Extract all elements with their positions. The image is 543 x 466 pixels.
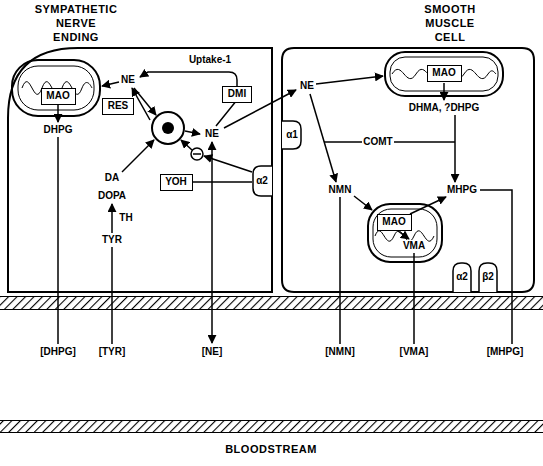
receptor: β2: [478, 262, 498, 292]
plasma-level-label: [TYR]: [98, 346, 127, 358]
vessel-wall: [0, 296, 543, 310]
arrow: [398, 231, 409, 239]
arrow: [454, 115, 456, 182]
vesicle-core: [162, 122, 174, 134]
mitochondrion-membrane: [18, 66, 94, 110]
metabolite-label: DA: [104, 172, 120, 184]
inhibition-symbol: [193, 153, 201, 155]
metabolite-label: TYR: [101, 234, 123, 246]
node-text: α2: [456, 271, 468, 283]
mitochondrion: [12, 60, 100, 116]
plasma-level-label: [MHPG]: [486, 346, 525, 358]
enzyme-label: COMT: [362, 136, 393, 148]
arrow: [185, 131, 200, 134]
arrow: [102, 82, 119, 86]
plasma-level-label: [NE]: [201, 346, 224, 358]
process-label: Uptake-1: [188, 54, 232, 66]
cell-membrane: [8, 48, 272, 292]
mitochondrion: [368, 204, 442, 262]
receptor: α2: [452, 262, 472, 292]
heading-text: SMOOTH MUSCLE CELL: [424, 2, 475, 44]
metabolite-label: NE: [204, 128, 220, 140]
cell-membrane: [282, 48, 534, 292]
arrow: [122, 140, 154, 172]
receptor: α1: [282, 120, 302, 150]
receptor: α2: [252, 165, 272, 197]
arrow: [354, 196, 372, 210]
enzyme-box: MAO: [41, 88, 76, 105]
line: [192, 181, 252, 183]
drug-box: DMI: [222, 86, 252, 103]
arrow: [410, 197, 446, 214]
outline: [6, 0, 274, 294]
arrow: [316, 76, 383, 84]
vessel-wall: [0, 420, 543, 433]
vessel-wall-edge: [0, 432, 543, 433]
metabolite-label: DHPG: [43, 124, 74, 136]
arrow: [211, 142, 213, 343]
metabolite-label: NE: [120, 74, 136, 86]
enzyme-box: MAO: [427, 65, 462, 82]
line: [339, 197, 341, 344]
enzyme-box: MAO: [377, 214, 412, 231]
heading-text: SYMPATHETIC NERVE ENDING: [35, 2, 118, 44]
inhibition-symbol: [191, 148, 203, 160]
metabolite-label: DOPA: [97, 190, 127, 202]
receptor-outline: [453, 263, 471, 292]
outline: [0, 296, 543, 466]
drug-box: YOH: [160, 174, 193, 191]
enzyme-label: TH: [118, 212, 133, 224]
vessel-wall-edge: [0, 420, 543, 421]
vesicle: [152, 112, 184, 144]
metabolite-label: VMA: [402, 240, 426, 252]
plasma-level-label: [VMA]: [399, 346, 430, 358]
line: [480, 190, 512, 344]
node-text: α2: [256, 175, 268, 187]
node-text: RES: [108, 100, 129, 112]
arrow: [204, 156, 252, 172]
arrow: [57, 105, 59, 122]
vessel-wall-edge: [0, 309, 543, 310]
nerve-ending: SYMPATHETIC NERVE ENDING MAO RES DMI YOH α2: [6, 0, 274, 294]
node-text: α1: [286, 129, 298, 141]
plasma-level-label: [NMN]: [324, 346, 355, 358]
node-text: DMI: [228, 88, 246, 100]
mitochondrion-membrane: [373, 209, 437, 257]
arrow: [132, 88, 150, 120]
arrow: [443, 83, 445, 100]
vessel-wall-edge: [0, 296, 543, 297]
node-text: β2: [482, 271, 494, 283]
metabolite-label: NE: [299, 80, 315, 92]
arrow: [310, 94, 336, 182]
arrow: [111, 204, 113, 233]
heading-text: BLOODSTREAM: [225, 442, 317, 456]
receptor-outline: [479, 263, 497, 292]
node-text: MAO: [432, 67, 455, 79]
metabolite-label: DHMA, ?DHPG: [408, 102, 481, 114]
drug-box: RES: [102, 98, 134, 115]
node-text: YOH: [165, 176, 187, 188]
metabolite-label: NMN: [328, 184, 353, 196]
receptor-outline: [253, 166, 272, 196]
plasma-level-label: [DHPG]: [39, 346, 77, 358]
node-text: MAO: [382, 216, 405, 228]
receptor-outline: [282, 121, 301, 149]
bloodstream-band: BLOODSTREAM: [0, 296, 543, 466]
arrow: [181, 140, 192, 150]
node-text: MAO: [46, 90, 69, 102]
metabolite-label: MHPG: [446, 184, 478, 196]
line: [111, 247, 113, 344]
line: [57, 137, 59, 344]
